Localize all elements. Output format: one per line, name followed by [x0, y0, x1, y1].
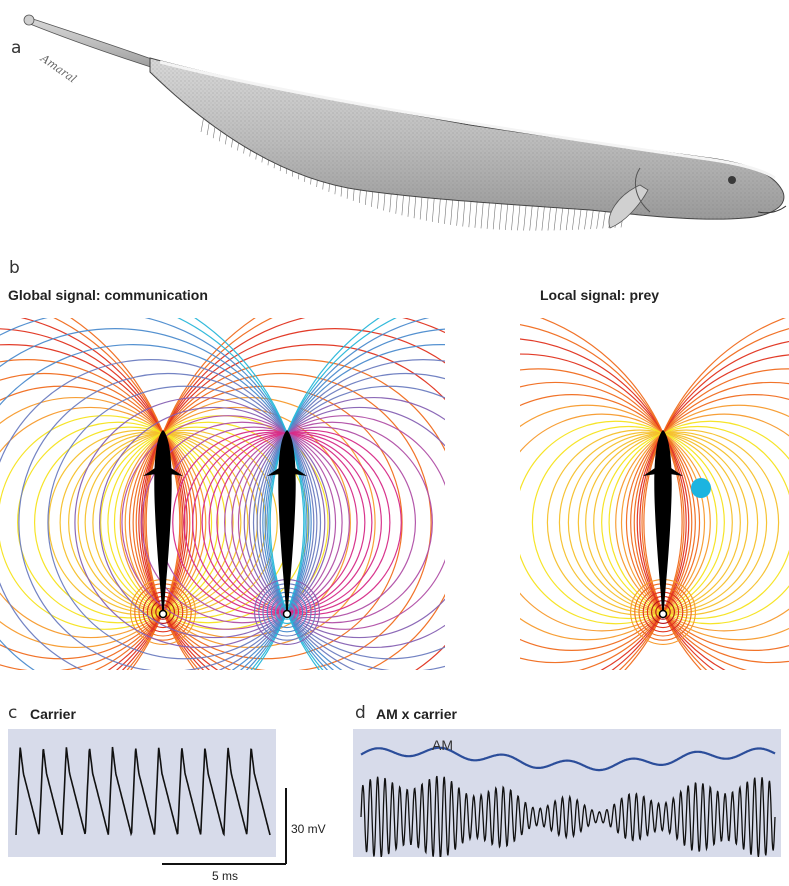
voltage-scale-label: 30 mV	[291, 822, 326, 836]
am-carrier-trace-box	[353, 729, 781, 859]
carrier-title: Carrier	[30, 706, 76, 722]
fish-tail-tip	[23, 14, 35, 26]
am-carrier-title: AM x carrier	[376, 706, 457, 722]
modulated-carrier-trace	[360, 775, 776, 859]
time-scale-label: 5 ms	[212, 869, 239, 883]
fish-body-texture	[150, 58, 784, 220]
panel-letter-c: c	[8, 703, 18, 723]
fish3-silhouette	[643, 430, 683, 619]
fish1-silhouette	[143, 430, 183, 619]
prey-object	[691, 478, 711, 498]
global-signal-title: Global signal: communication	[8, 287, 208, 303]
fish-eye	[728, 176, 736, 184]
fish-dorsal-stripe	[159, 60, 776, 180]
panel-letter-b: b	[9, 258, 20, 278]
fish2-field-lines	[0, 318, 445, 670]
fish2-silhouette	[267, 430, 307, 619]
fish1-field-lines	[0, 318, 445, 670]
fish-mouth	[757, 205, 787, 214]
am-label: AM	[432, 737, 453, 753]
artist-signature: Amaral	[37, 51, 79, 86]
fish-gill	[634, 167, 651, 213]
fish-field-lines-with-prey	[520, 318, 789, 670]
am-carrier-waveform	[360, 746, 776, 859]
am-envelope-trace	[360, 746, 776, 772]
carrier-trace-box	[8, 729, 276, 857]
local-signal-title: Local signal: prey	[540, 287, 660, 303]
panel-letter-d: d	[355, 703, 366, 723]
global-signal-field-plot	[0, 318, 445, 670]
panel-letter-a: a	[11, 38, 22, 58]
carrier-waveform	[15, 746, 271, 837]
knifefish-illustration: Amaral	[23, 14, 787, 231]
local-signal-field-plot	[520, 318, 789, 670]
scale-bars	[162, 788, 287, 865]
